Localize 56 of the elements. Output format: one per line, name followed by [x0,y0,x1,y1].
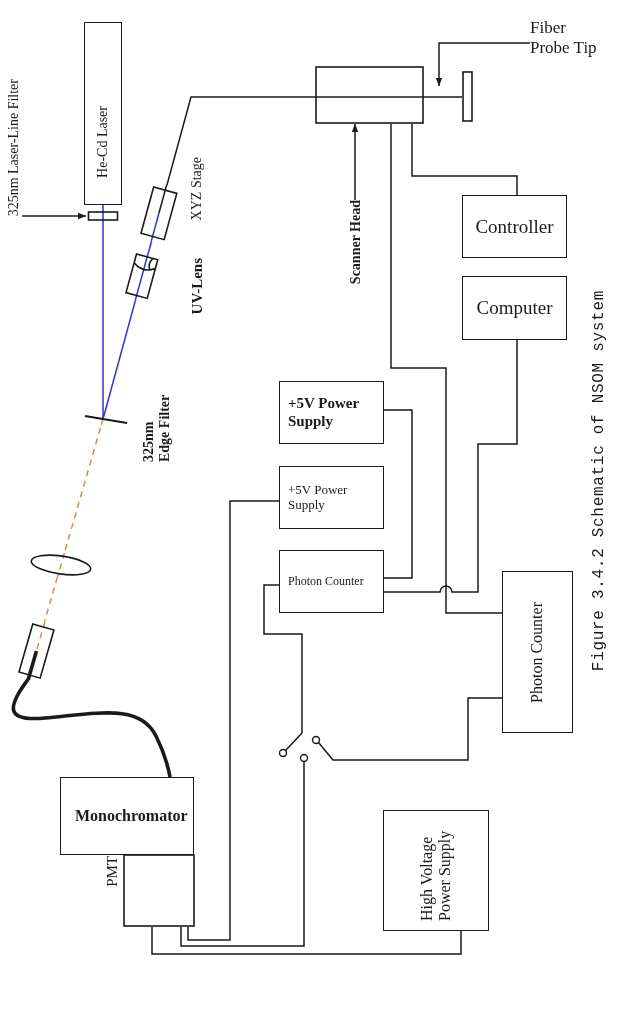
sample-plate [462,71,473,122]
device-label: +5V Power Supply [288,482,349,513]
device-label: Controller [475,215,554,238]
wire [151,926,462,955]
filter-mirror [83,410,129,428]
wire [411,123,518,196]
scanner-head-box [315,66,424,124]
callout-label: 325nm Laser-Line Filter [6,79,23,217]
wire [187,500,280,941]
part-label: XYZ Stage [189,157,205,221]
computer-box [462,276,567,340]
device-label: Computer [476,297,553,319]
power-supply-box [279,381,384,444]
figure-caption: Figure 3.4.2 Schematic of NSOM system [590,290,609,672]
leader-arrow [435,42,531,87]
collection-lens [28,553,93,578]
fiber-coupler [16,621,56,680]
laser-beam [104,299,137,411]
photon-counter-box [279,550,384,613]
lens-drawing [124,252,160,301]
optical-fiber [166,96,316,186]
power-supply-box [279,466,384,529]
device-label: High Voltage Power Supply [417,829,455,921]
device-label: Photon Counter [288,574,364,589]
device-label: Monochromator [75,806,188,826]
leader-arrow [351,123,359,201]
power-supply-box [383,810,489,931]
part-label: PMT [104,856,121,887]
pmt-box [123,854,195,927]
part-label: 325nm Edge Filter [141,393,174,462]
wire [263,584,303,728]
laser-beam [147,241,153,253]
photon-counter-box [502,571,573,733]
wire [321,697,503,761]
wire [180,761,305,947]
callout-label: Fiber Probe Tip [530,18,602,58]
callout-label: Scanner Head [348,200,365,285]
laser-beam [102,222,104,411]
wire [383,339,518,593]
filter-plate [86,209,120,223]
stage-block [139,185,180,242]
optical-fiber [423,96,463,98]
part-label: UV-Lens [189,258,206,315]
device-label: +5V Power Supply [288,395,360,430]
device-label: He-Cd Laser [94,106,111,178]
laser-box [84,22,122,205]
device-label: Photon Counter [528,601,547,703]
wire [383,409,413,579]
monochromator-box [60,777,194,855]
controller-box [462,195,567,258]
switch-symbol [277,727,322,762]
leader-arrow [21,212,87,220]
light-path [43,576,59,623]
wire [390,123,503,614]
laser-beam [102,204,104,210]
optical-fiber [11,678,172,778]
